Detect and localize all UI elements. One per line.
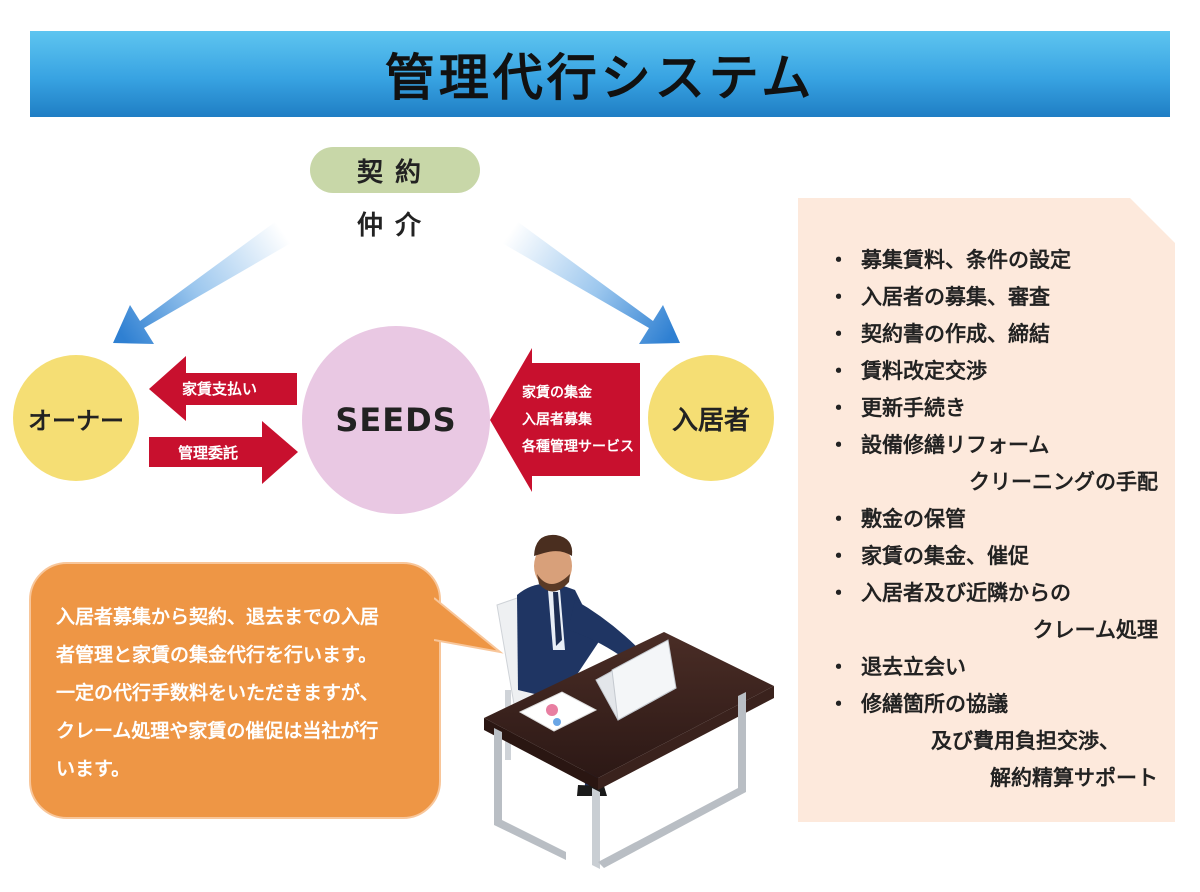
owner-node: オーナー	[13, 355, 139, 481]
service-item-continuation: 及び費用負担交渉、	[931, 729, 1120, 753]
resident-service-item: 各種管理サービス	[522, 439, 634, 455]
management-commission-label: 管理委託	[178, 444, 239, 462]
page-title: 管理代行システム	[384, 49, 816, 107]
service-item: ・入居者及び近隣からの クレーム処理	[828, 575, 1158, 649]
service-item: ・敷金の保管	[828, 507, 966, 531]
resident-services-label: 家賃の集金 入居者募集 各種管理サービス	[522, 380, 634, 461]
service-item: ・契約書の作成、締結	[828, 322, 1050, 346]
contract-pill: 契約	[310, 147, 480, 193]
arrow-rent-payment	[149, 356, 297, 421]
businessman-illustration	[484, 534, 774, 869]
service-item: ・賃料改定交渉	[828, 359, 987, 383]
resident-service-item: 家賃の集金	[522, 385, 592, 401]
services-panel	[798, 198, 1175, 822]
service-item-continuation: クリーニングの手配	[969, 470, 1158, 494]
resident-node: 入居者	[648, 355, 774, 481]
services-list: ・募集賃料、条件の設定 ・入居者の募集、審査 ・契約書の作成、締結 ・賃料改定交…	[828, 242, 1158, 797]
service-item: ・退去立会い	[828, 655, 966, 679]
arrow-to-owner	[113, 222, 291, 344]
seeds-node: SEEDS	[302, 326, 490, 514]
speech-bubble	[29, 562, 441, 819]
service-item: ・更新手続き	[828, 396, 966, 420]
service-item: ・入居者の募集、審査	[828, 285, 1050, 309]
speech-bubble-tail	[434, 597, 504, 654]
service-item: ・募集賃料、条件の設定	[828, 248, 1071, 272]
rent-payment-label: 家賃支払い	[182, 380, 258, 398]
service-item: ・設備修繕リフォーム クリーニングの手配	[828, 427, 1158, 501]
arrow-resident-services	[490, 348, 640, 492]
title-banner: 管理代行システム	[30, 31, 1170, 117]
service-item-continuation: クレーム処理	[1032, 618, 1158, 642]
service-item: ・修繕箇所の協議 及び費用負担交渉、 解約精算サポート	[828, 686, 1158, 797]
arrow-to-resident	[502, 222, 680, 344]
resident-service-item: 入居者募集	[522, 412, 592, 428]
service-item-continuation: 解約精算サポート	[990, 766, 1158, 790]
description-text: 入居者募集から契約、退去までの入居 者管理と家賃の集金代行を行います。 一定の代…	[56, 606, 380, 780]
arrow-management-commission	[149, 421, 298, 484]
mediation-label: 仲介	[356, 211, 433, 241]
service-item: ・家賃の集金、催促	[828, 544, 1029, 568]
